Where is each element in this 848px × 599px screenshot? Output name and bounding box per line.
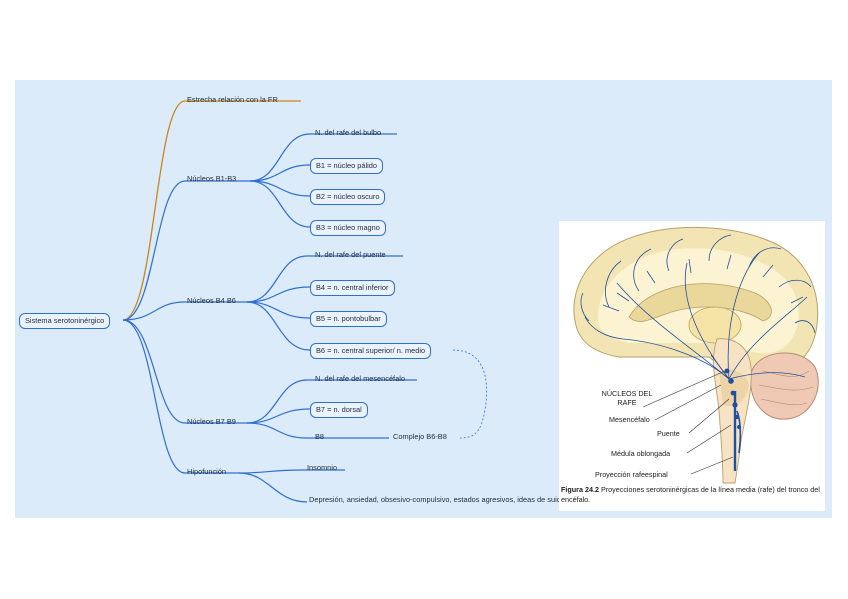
mindmap-connectors (122, 100, 488, 503)
label-proyeccion-rafeespinal: Proyección rafeespinal (595, 470, 668, 479)
node-complejo-b6-b8[interactable]: Complejo B6-B8 (393, 432, 447, 441)
root-node[interactable]: Sistema serotoninérgico (19, 313, 111, 329)
node-b1[interactable]: B1 = núcleo pálido (310, 158, 384, 174)
node-rafe-bulbo[interactable]: N. del rafe del bulbo (315, 128, 382, 137)
node-b3[interactable]: B3 = núcleo magno (310, 220, 386, 236)
node-b4[interactable]: B4 = n. central inferior (310, 280, 395, 296)
node-hipofuncion[interactable]: Hipofunción (187, 467, 227, 476)
node-nucleos-b7-b9[interactable]: Núcleos B7 B9 (187, 417, 236, 426)
caption-figure-number: Figura 24.2 (561, 485, 599, 494)
label-medula-oblongada: Médula oblongada (611, 449, 671, 458)
node-relation-fr[interactable]: Estrecha relación con la FR (187, 95, 278, 104)
label-puente: Puente (657, 429, 680, 438)
label-mesencefalo: Mesencéfalo (609, 415, 650, 424)
node-nucleos-b1-b3[interactable]: Núcleos B1-B3 (187, 174, 237, 183)
node-nucleos-b4-b6[interactable]: Núcleos B4 B6 (187, 296, 236, 305)
node-rafe-puente[interactable]: N. del rafe del puente (315, 250, 386, 259)
caption-text: Proyecciones serotoninérgicas de la líne… (561, 485, 820, 504)
node-depresion[interactable]: Depresión, ansiedad, obsesivo-compulsivo… (309, 495, 572, 504)
node-b6[interactable]: B6 = n. central superior/ n. medio (310, 343, 432, 359)
mindmap-canvas: Sistema serotoninérgico Estrecha relació… (15, 80, 832, 518)
brain-figure: NÚCLEOS DEL RAFE Mesencéfalo Puente Médu… (559, 221, 825, 511)
brain-illustration (573, 226, 819, 484)
node-insomnio[interactable]: Insomnio (307, 463, 337, 472)
node-b2[interactable]: B2 = núcleo oscuro (310, 189, 386, 205)
figure-caption: Figura 24.2 Proyecciones serotoninérgica… (561, 485, 823, 505)
label-nucleos-rafe: NÚCLEOS DEL RAFE (601, 389, 653, 407)
node-b8[interactable]: B8 (315, 432, 325, 441)
node-rafe-mesencefalo[interactable]: N. del rafe del mesencéfalo (315, 374, 405, 383)
node-b7[interactable]: B7 = n. dorsal (310, 402, 368, 418)
node-b5[interactable]: B5 = n. pontobulbar (310, 311, 387, 327)
